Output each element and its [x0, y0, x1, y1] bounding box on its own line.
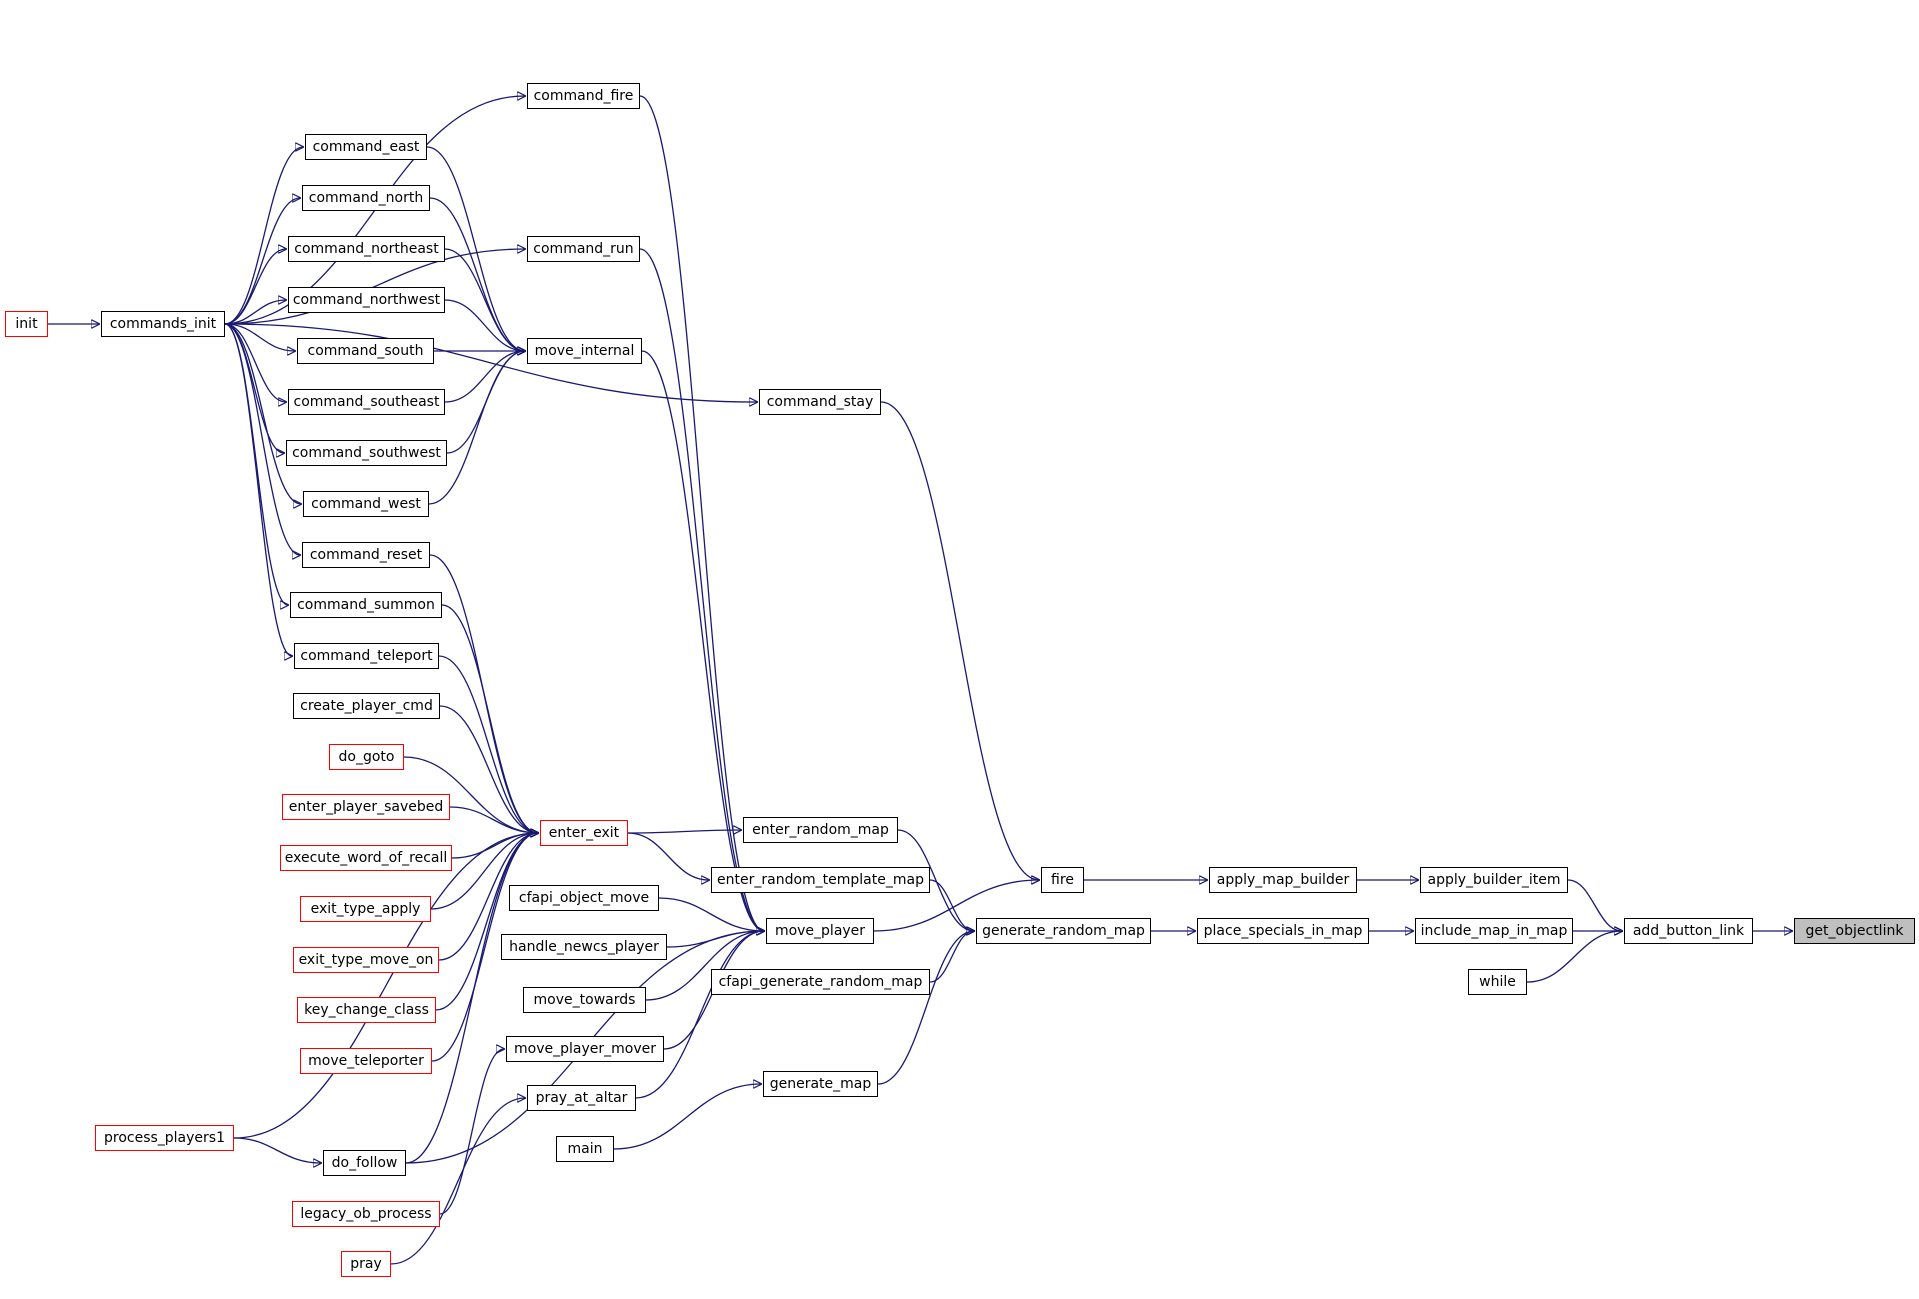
edge-apply_builder_item-to-add_button_link	[1567, 879, 1622, 931]
node-main[interactable]: main	[556, 1136, 614, 1162]
node-command-south[interactable]: command_south	[297, 338, 434, 364]
edge-pray_at_altar-to-move_player	[635, 931, 764, 1099]
node-fire[interactable]: fire	[1041, 867, 1084, 893]
edge-command_stay-to-fire	[880, 401, 1039, 880]
node-move-player-mover[interactable]: move_player_mover	[506, 1036, 664, 1062]
edge-commands_init-to-command_southeast	[224, 323, 286, 402]
edge-command_fire-to-move_player	[639, 95, 764, 931]
edge-commands_init-to-command_northeast	[224, 249, 286, 325]
edge-command_northeast-to-move_internal	[444, 248, 525, 351]
edge-command_west-to-move_internal	[428, 351, 525, 505]
edge-command_teleport-to-enter_exit	[438, 655, 538, 833]
edge-command_northwest-to-move_internal	[444, 299, 525, 351]
edge-commands_init-to-command_reset	[224, 323, 300, 555]
edge-do_follow-to-enter_exit	[405, 833, 538, 1164]
node-exit-type-move-on[interactable]: exit_type_move_on	[293, 947, 439, 973]
edge-enter_player_savebed-to-enter_exit	[449, 806, 538, 833]
edge-process_players1-to-do_follow	[233, 1137, 321, 1163]
node-command-northeast[interactable]: command_northeast	[288, 236, 445, 262]
edge-exit_type_move_on-to-enter_exit	[438, 833, 538, 961]
node-command-east[interactable]: command_east	[305, 134, 427, 160]
node-move-teleporter[interactable]: move_teleporter	[300, 1048, 432, 1074]
edge-cfapi_generate_random_map-to-generate_random_map	[929, 931, 974, 983]
node-while[interactable]: while	[1468, 969, 1527, 995]
node-pray-at-altar[interactable]: pray_at_altar	[527, 1085, 636, 1111]
node-apply-builder-item[interactable]: apply_builder_item	[1420, 867, 1568, 893]
node-move-towards[interactable]: move_towards	[523, 987, 646, 1013]
node-create-player-cmd[interactable]: create_player_cmd	[293, 693, 440, 719]
node-enter-player-savebed[interactable]: enter_player_savebed	[282, 794, 450, 820]
node-do-follow[interactable]: do_follow	[323, 1150, 406, 1176]
edge-cfapi_object_move-to-move_player	[658, 897, 764, 931]
node-place-specials-in-map[interactable]: place_specials_in_map	[1197, 918, 1369, 944]
node-key-change-class[interactable]: key_change_class	[297, 997, 436, 1023]
edge-enter_random_template_map-to-generate_random_map	[929, 879, 974, 931]
edge-commands_init-to-command_west	[224, 323, 301, 504]
edge-enter_random_map-to-generate_random_map	[897, 829, 974, 931]
edge-commands_init-to-command_southwest	[224, 323, 284, 453]
node-add-button-link[interactable]: add_button_link	[1624, 918, 1753, 944]
node-command-run[interactable]: command_run	[527, 236, 640, 262]
edge-handle_newcs_player-to-move_player	[666, 931, 764, 948]
node-do-goto[interactable]: do_goto	[329, 744, 404, 770]
edge-command_summon-to-enter_exit	[441, 604, 538, 833]
node-process-players1[interactable]: process_players1	[95, 1125, 234, 1151]
edge-commands_init-to-command_south	[224, 323, 295, 351]
edge-create_player_cmd-to-enter_exit	[439, 705, 538, 833]
node-get-objectlink: get_objectlink	[1794, 918, 1915, 944]
node-command-stay[interactable]: command_stay	[759, 389, 881, 415]
node-command-southeast[interactable]: command_southeast	[288, 389, 445, 415]
node-move-internal[interactable]: move_internal	[527, 338, 642, 364]
edge-while-to-add_button_link	[1526, 931, 1622, 983]
node-generate-map[interactable]: generate_map	[763, 1071, 878, 1097]
edge-move_player-to-fire	[873, 880, 1039, 932]
edge-move_internal-to-move_player	[641, 350, 764, 931]
node-command-west[interactable]: command_west	[303, 491, 429, 517]
edge-enter_exit-to-enter_random_map	[627, 830, 741, 833]
edge-move_teleporter-to-enter_exit	[431, 833, 538, 1062]
node-cfapi-generate-random-map[interactable]: cfapi_generate_random_map	[711, 969, 930, 995]
node-command-northwest[interactable]: command_northwest	[288, 287, 445, 313]
node-init[interactable]: init	[5, 311, 48, 337]
node-enter-random-template-map[interactable]: enter_random_template_map	[711, 867, 930, 893]
node-command-southwest[interactable]: command_southwest	[286, 440, 447, 466]
edge-process_players1-to-enter_exit	[233, 833, 538, 1139]
node-enter-random-map[interactable]: enter_random_map	[743, 817, 898, 843]
edge-command_north-to-move_internal	[429, 197, 525, 351]
node-execute-word-of-recall[interactable]: execute_word_of_recall	[280, 845, 452, 871]
node-exit-type-apply[interactable]: exit_type_apply	[300, 896, 431, 922]
edge-enter_exit-to-enter_random_template_map	[627, 832, 709, 880]
edge-generate_map-to-generate_random_map	[877, 931, 974, 1085]
node-command-summon[interactable]: command_summon	[290, 592, 442, 618]
edge-commands_init-to-command_teleport	[224, 323, 292, 656]
edge-command_southeast-to-move_internal	[444, 351, 525, 403]
edge-move_towards-to-move_player	[645, 931, 764, 1001]
node-commands-init[interactable]: commands_init	[101, 311, 225, 337]
node-pray[interactable]: pray	[341, 1251, 391, 1277]
node-move-player[interactable]: move_player	[766, 918, 874, 944]
node-handle-newcs-player[interactable]: handle_newcs_player	[501, 934, 667, 960]
node-cfapi-object-move[interactable]: cfapi_object_move	[509, 885, 659, 911]
node-apply-map-builder[interactable]: apply_map_builder	[1209, 867, 1357, 893]
edge-command_east-to-move_internal	[426, 146, 525, 351]
node-command-reset[interactable]: command_reset	[302, 542, 430, 568]
edge-commands_init-to-command_east	[224, 147, 303, 325]
node-command-teleport[interactable]: command_teleport	[294, 643, 439, 669]
edge-exit_type_apply-to-enter_exit	[430, 833, 538, 910]
node-generate-random-map[interactable]: generate_random_map	[976, 918, 1151, 944]
edge-legacy_ob_process-to-move_player_mover	[439, 1049, 504, 1215]
node-enter-exit[interactable]: enter_exit	[540, 820, 628, 846]
node-include-map-in-map[interactable]: include_map_in_map	[1415, 918, 1573, 944]
node-command-north[interactable]: command_north	[302, 185, 430, 211]
edge-pray-to-pray_at_altar	[390, 1098, 525, 1265]
node-command-fire[interactable]: command_fire	[527, 83, 640, 109]
edge-main-to-generate_map	[613, 1084, 761, 1150]
node-legacy-ob-process[interactable]: legacy_ob_process	[292, 1201, 440, 1227]
